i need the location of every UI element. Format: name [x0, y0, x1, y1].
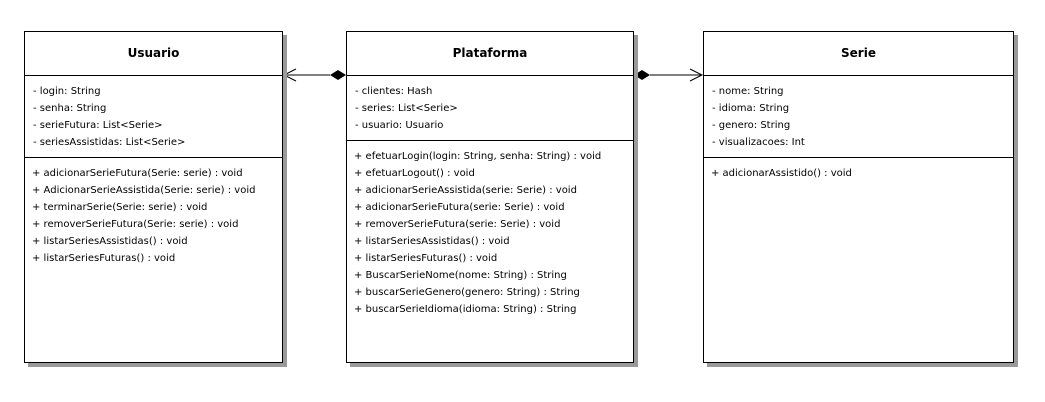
operation: + listarSeriesAssistidas() : void [354, 236, 510, 247]
operation: + efetuarLogout() : void [354, 168, 475, 179]
operations-compartment: + adicionarSerieFutura(Serie: serie) : v… [25, 158, 282, 267]
operation: + adicionarSerieFutura(serie: Serie) : v… [354, 202, 565, 213]
operation: + adicionarAssistido() : void [711, 168, 852, 179]
attribute: - visualizacoes: Int [712, 137, 805, 148]
attribute: - clientes: Hash [355, 86, 433, 97]
attribute: - usuario: Usuario [355, 120, 444, 131]
composition-diamond-icon [330, 70, 346, 80]
composition-plataforma-usuario [282, 68, 346, 82]
attribute: - senha: String [33, 103, 107, 114]
attributes-compartment: - login: String - senha: String - serieF… [25, 76, 282, 158]
operations-compartment: + efetuarLogin(login: String, senha: Str… [347, 141, 633, 318]
operation: + listarSeriesFuturas() : void [32, 253, 176, 264]
class-serie[interactable]: Serie - nome: String - idioma: String - … [703, 31, 1014, 363]
operations-compartment: + adicionarAssistido() : void [704, 158, 1013, 182]
class-plataforma[interactable]: Plataforma - clientes: Hash - series: Li… [346, 31, 634, 363]
operation: + adicionarSerieAssistida(serie: Serie) … [354, 185, 577, 196]
operation: + listarSeriesFuturas() : void [354, 253, 498, 264]
attribute: - nome: String [712, 86, 784, 97]
attribute: - genero: String [712, 120, 791, 131]
composition-diamond-icon [634, 70, 650, 80]
class-name: Plataforma [347, 32, 633, 76]
open-arrow-icon [282, 68, 297, 82]
class-name: Usuario [25, 32, 282, 76]
operation: + BuscarSerieNome(nome: String) : String [354, 270, 567, 281]
operation: + buscarSerieGenero(genero: String) : St… [354, 287, 580, 298]
open-arrow-icon [689, 68, 704, 82]
operation: + buscarSerieIdioma(idioma: String) : St… [354, 304, 577, 315]
operation: + AdicionarSerieAssistida(Serie: serie) … [32, 185, 256, 196]
operation: + terminarSerie(Serie: serie) : void [32, 202, 208, 213]
attribute: - serieFutura: List<Serie> [33, 120, 163, 131]
attribute: - seriesAssistidas: List<Serie> [33, 137, 186, 148]
attributes-compartment: - nome: String - idioma: String - genero… [704, 76, 1013, 158]
attribute: - login: String [33, 86, 101, 97]
class-name: Serie [704, 32, 1013, 76]
operation: + listarSeriesAssistidas() : void [32, 236, 188, 247]
operation: + removerSerieFutura(Serie: serie) : voi… [32, 219, 239, 230]
operation: + adicionarSerieFutura(Serie: serie) : v… [32, 168, 243, 179]
attributes-compartment: - clientes: Hash - series: List<Serie> -… [347, 76, 633, 141]
operation: + efetuarLogin(login: String, senha: Str… [354, 151, 602, 162]
attribute: - idioma: String [712, 103, 790, 114]
attribute: - series: List<Serie> [355, 103, 458, 114]
operation: + removerSerieFutura(serie: Serie) : voi… [354, 219, 561, 230]
class-usuario[interactable]: Usuario - login: String - senha: String … [24, 31, 283, 363]
composition-plataforma-serie [634, 68, 704, 82]
